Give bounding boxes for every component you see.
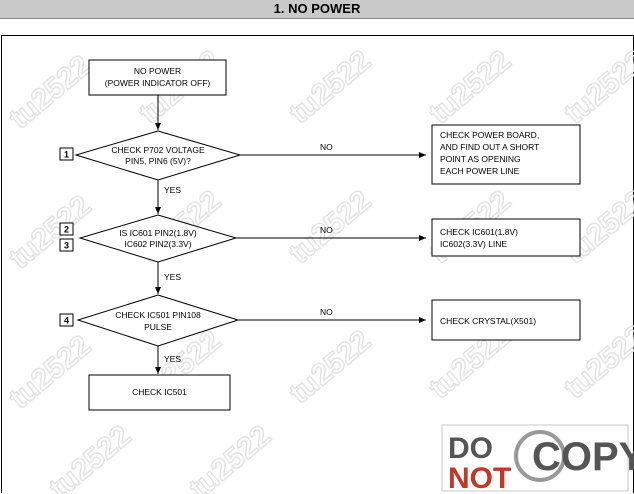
- no-label-1: NO: [320, 142, 333, 152]
- svg-text:POINT AS OPENING: POINT AS OPENING: [440, 154, 521, 164]
- svg-text:3: 3: [64, 241, 69, 251]
- step-number-4: 4: [59, 313, 74, 327]
- action-box-2: CHECK IC601(1.8V) IC602(3.3V) LINE: [431, 218, 581, 257]
- watermark-text: tu2522: [558, 44, 634, 130]
- end-box: CHECK IC501: [88, 374, 231, 411]
- decision-1: CHECK P702 VOLTAGE PIN5, PIN6 (5V)?: [74, 130, 242, 181]
- decision-3-line-1: CHECK IC501 PIN108: [115, 310, 201, 320]
- svg-text:1: 1: [64, 150, 69, 160]
- no-label-3: NO: [320, 307, 333, 317]
- watermark-text: tu2522: [3, 189, 97, 275]
- watermark-text: tu2522: [423, 44, 517, 130]
- watermark-text: tu2522: [283, 324, 377, 410]
- stamp-not: NOT: [448, 462, 511, 494]
- start-box-line-1: NO POWER: [134, 66, 181, 76]
- decision-3-line-2: PULSE: [144, 322, 172, 332]
- svg-text:AND FIND OUT A SHORT: AND FIND OUT A SHORT: [440, 142, 539, 152]
- yes-label-1: YES: [164, 185, 181, 195]
- decision-2: IS IC601 PIN2(1.8V) IC602 PIN2(3.3V): [78, 214, 238, 263]
- svg-text:CHECK POWER BOARD,: CHECK POWER BOARD,: [440, 130, 539, 140]
- watermark-text: tu2522: [3, 49, 97, 135]
- yes-label-3: YES: [164, 354, 181, 364]
- start-box: NO POWER (POWER INDICATOR OFF): [88, 59, 227, 96]
- svg-text:2: 2: [64, 225, 69, 235]
- decision-1-line-1: CHECK P702 VOLTAGE: [111, 145, 205, 155]
- watermark-text: tu2522: [3, 329, 97, 415]
- page-title: 1. NO POWER: [0, 0, 634, 19]
- decision-2-line-1: IS IC601 PIN2(1.8V): [119, 228, 197, 238]
- svg-text:EACH POWER LINE: EACH POWER LINE: [440, 166, 520, 176]
- svg-text:CHECK CRYSTAL(X501): CHECK CRYSTAL(X501): [440, 316, 536, 326]
- start-box-line-2: (POWER INDICATOR OFF): [105, 78, 211, 88]
- step-number-2: 2: [59, 222, 74, 236]
- decision-1-line-2: PIN5, PIN6 (5V)?: [125, 156, 191, 166]
- watermark-text: tu2522: [183, 419, 277, 494]
- action-box-3: CHECK CRYSTAL(X501): [431, 299, 581, 341]
- yes-label-2: YES: [164, 272, 181, 282]
- svg-text:CHECK IC601(1.8V): CHECK IC601(1.8V): [440, 227, 518, 237]
- watermark-text: tu2522: [283, 44, 377, 130]
- step-number-3: 3: [59, 238, 74, 252]
- decision-2-line-2: IC602 PIN2(3.3V): [124, 239, 191, 249]
- no-label-2: NO: [320, 225, 333, 235]
- end-box-line-1: CHECK IC501: [132, 387, 187, 397]
- svg-text:IC602(3.3V) LINE: IC602(3.3V) LINE: [440, 239, 507, 249]
- svg-text:4: 4: [64, 316, 69, 326]
- do-not-copy-stamp: DO NOT COPY: [441, 424, 634, 494]
- stamp-copy: COPY: [532, 435, 634, 479]
- action-box-1: CHECK POWER BOARD, AND FIND OUT A SHORT …: [431, 124, 581, 185]
- step-number-1: 1: [59, 147, 74, 161]
- stamp-do: DO: [448, 432, 493, 465]
- watermark-text: tu2522: [43, 419, 137, 494]
- stamp-circle-icon: [514, 430, 566, 482]
